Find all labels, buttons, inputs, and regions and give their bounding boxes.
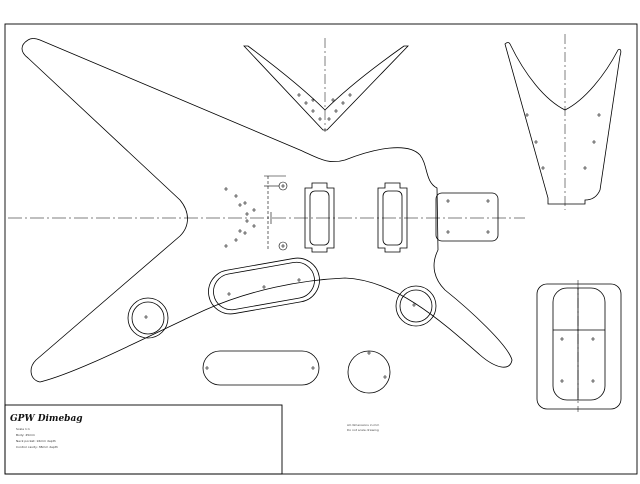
control-cavity: [208, 257, 320, 315]
control-cover-plate: [202, 350, 320, 386]
knob-hole-right: [395, 285, 437, 327]
note-line-3: Neck pocket: 16mm depth: [16, 439, 56, 443]
note-line-1: Scale 1:1: [16, 427, 30, 431]
note-line-2: Body: 45mm: [16, 433, 35, 437]
headstock-side-template: [504, 34, 622, 210]
bridge-stud-holes: [264, 175, 288, 251]
string-through-markers: [224, 187, 256, 248]
note-line-4: Control cavity: 38mm depth: [16, 445, 58, 449]
center-note-2: Do not scale drawing: [347, 428, 379, 432]
neck-pocket: [435, 192, 499, 242]
guitar-body-outline: [21, 38, 513, 383]
knob-hole-left: [127, 297, 169, 339]
title-block: [4, 404, 283, 475]
headstock-v-template: [243, 38, 409, 132]
neck-pocket-markers: [446, 199, 490, 234]
center-note-1: All dimensions in mm: [347, 423, 379, 427]
back-cover-template: [536, 280, 622, 412]
bridge-pickup-cavity: [377, 182, 408, 253]
drawing-title: GPW Dimebag: [10, 414, 83, 424]
neck-pickup-cavity: [304, 182, 335, 253]
knob-cover-plate: [347, 350, 391, 394]
drawing-frame: [4, 23, 638, 475]
